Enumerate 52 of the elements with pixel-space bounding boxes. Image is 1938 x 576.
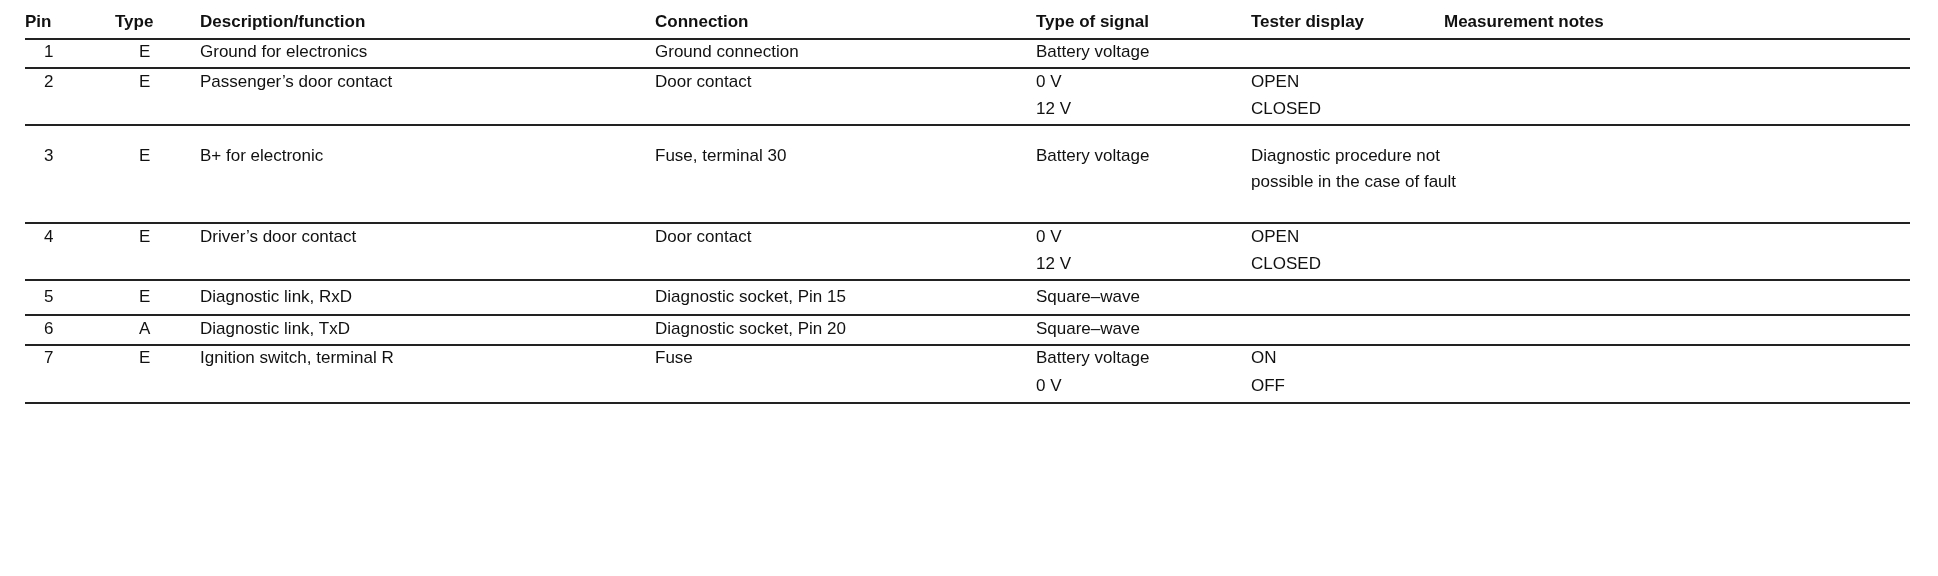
pin-number: 1 xyxy=(44,42,54,62)
signal-text: Square–wave xyxy=(1036,287,1140,307)
tester-display-text: OFF xyxy=(1251,376,1285,396)
connection-text: Door contact xyxy=(655,72,752,92)
connection-text: Door contact xyxy=(655,227,752,247)
connection-text: Fuse, terminal 30 xyxy=(655,146,787,166)
tester-display-text: CLOSED xyxy=(1251,254,1321,274)
type-code: E xyxy=(139,348,151,368)
column-header: Measurement notes xyxy=(1444,12,1604,32)
column-header: Type xyxy=(115,12,154,32)
pin-number: 7 xyxy=(44,348,54,368)
signal-text: 12 V xyxy=(1036,99,1071,119)
signal-text: Battery voltage xyxy=(1036,146,1150,166)
type-code: E xyxy=(139,287,151,307)
type-code: E xyxy=(139,146,151,166)
signal-text: 12 V xyxy=(1036,254,1071,274)
type-code: E xyxy=(139,72,151,92)
connection-text: Diagnostic socket, Pin 20 xyxy=(655,319,846,339)
connection-text: Diagnostic socket, Pin 15 xyxy=(655,287,846,307)
column-header: Tester display xyxy=(1251,12,1365,32)
type-code: E xyxy=(139,227,151,247)
type-code: E xyxy=(139,42,151,62)
type-code: A xyxy=(139,319,151,339)
column-header: Description/function xyxy=(200,12,366,32)
tester-display-text: CLOSED xyxy=(1251,99,1321,119)
column-header: Type of signal xyxy=(1036,12,1150,32)
connection-text: Ground connection xyxy=(655,42,799,62)
pin-number: 3 xyxy=(44,146,54,166)
pin-number: 6 xyxy=(44,319,54,339)
column-header: Pin xyxy=(25,12,52,32)
tester-display-text: OPEN xyxy=(1251,72,1300,92)
pin-number: 5 xyxy=(44,287,54,307)
signal-text: Square–wave xyxy=(1036,319,1140,339)
tester-display-text: ON xyxy=(1251,348,1277,368)
signal-text: Battery voltage xyxy=(1036,42,1150,62)
signal-text: Battery voltage xyxy=(1036,348,1150,368)
description-text: Driver’s door contact xyxy=(200,227,357,247)
description-text: Diagnostic link, TxD xyxy=(200,319,350,339)
signal-text: 0 V xyxy=(1036,227,1062,247)
pin-number: 4 xyxy=(44,227,54,247)
tester-display-text: Diagnostic procedure not possible in the case of fault xyxy=(1251,145,1458,193)
description-text: Passenger’s door contact xyxy=(200,72,393,92)
description-text: B+ for electronic xyxy=(200,146,324,166)
column-header: Connection xyxy=(655,12,749,32)
signal-text: 0 V xyxy=(1036,376,1062,396)
description-text: Ignition switch, terminal R xyxy=(200,348,394,368)
pin-number: 2 xyxy=(44,72,54,92)
signal-text: 0 V xyxy=(1036,72,1062,92)
connection-text: Fuse xyxy=(655,348,693,368)
description-text: Ground for electronics xyxy=(200,42,368,62)
description-text: Diagnostic link, RxD xyxy=(200,287,353,307)
tester-display-text: OPEN xyxy=(1251,227,1300,247)
